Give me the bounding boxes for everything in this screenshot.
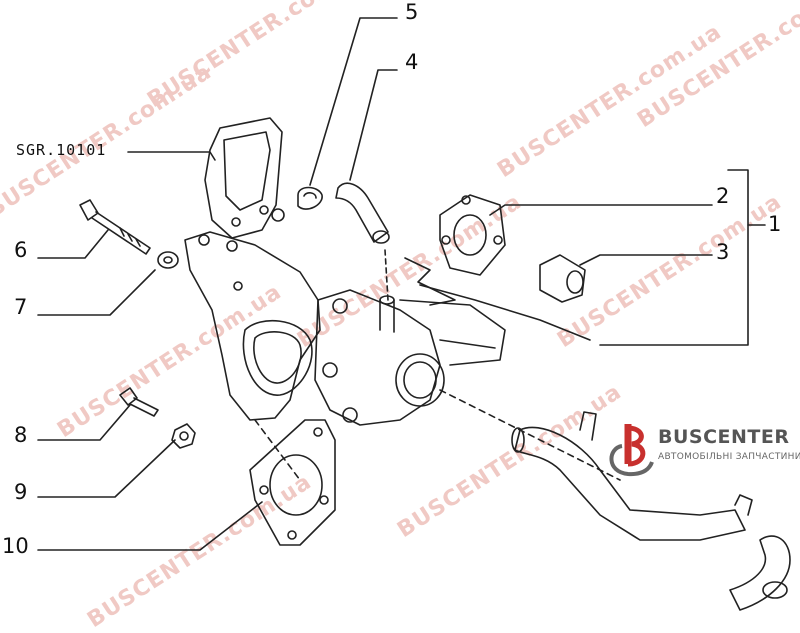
- callout-10: 10: [2, 534, 29, 558]
- callout-1: 1: [768, 212, 782, 236]
- bracket-part: [204, 117, 285, 239]
- reference-code-label: SGR.10101: [16, 141, 107, 159]
- callout-7: 7: [14, 295, 28, 319]
- callout-2: 2: [716, 184, 730, 208]
- callout-3: 3: [716, 240, 730, 264]
- nut-part: [171, 423, 196, 449]
- logo-name: BUSCENTER: [658, 426, 790, 448]
- small-bolt-part: [119, 387, 159, 417]
- logo-mark-icon: [609, 424, 654, 477]
- callout-6: 6: [14, 238, 28, 262]
- pump-housing: [184, 231, 591, 426]
- clamp-part: [297, 186, 323, 210]
- buscenter-logo: BUSCENTER АВТОМОБІЛЬНІ ЗАПЧАСТИНИ: [600, 420, 800, 480]
- leader-lines: [37, 17, 766, 551]
- washer-part: [157, 251, 179, 269]
- gasket-part: [249, 419, 336, 546]
- callout-5: 5: [405, 0, 419, 24]
- flange-gasket-part: [439, 194, 506, 276]
- bolt-part: [79, 199, 151, 255]
- callout-9: 9: [14, 480, 28, 504]
- bushing-part: [539, 254, 586, 303]
- callout-4: 4: [405, 50, 419, 74]
- outlet-pipe-part: [511, 411, 791, 611]
- exploded-view-drawing: [37, 17, 791, 611]
- hose-part: [335, 182, 390, 244]
- callout-8: 8: [14, 423, 28, 447]
- logo-tagline: АВТОМОБІЛЬНІ ЗАПЧАСТИНИ: [658, 452, 800, 462]
